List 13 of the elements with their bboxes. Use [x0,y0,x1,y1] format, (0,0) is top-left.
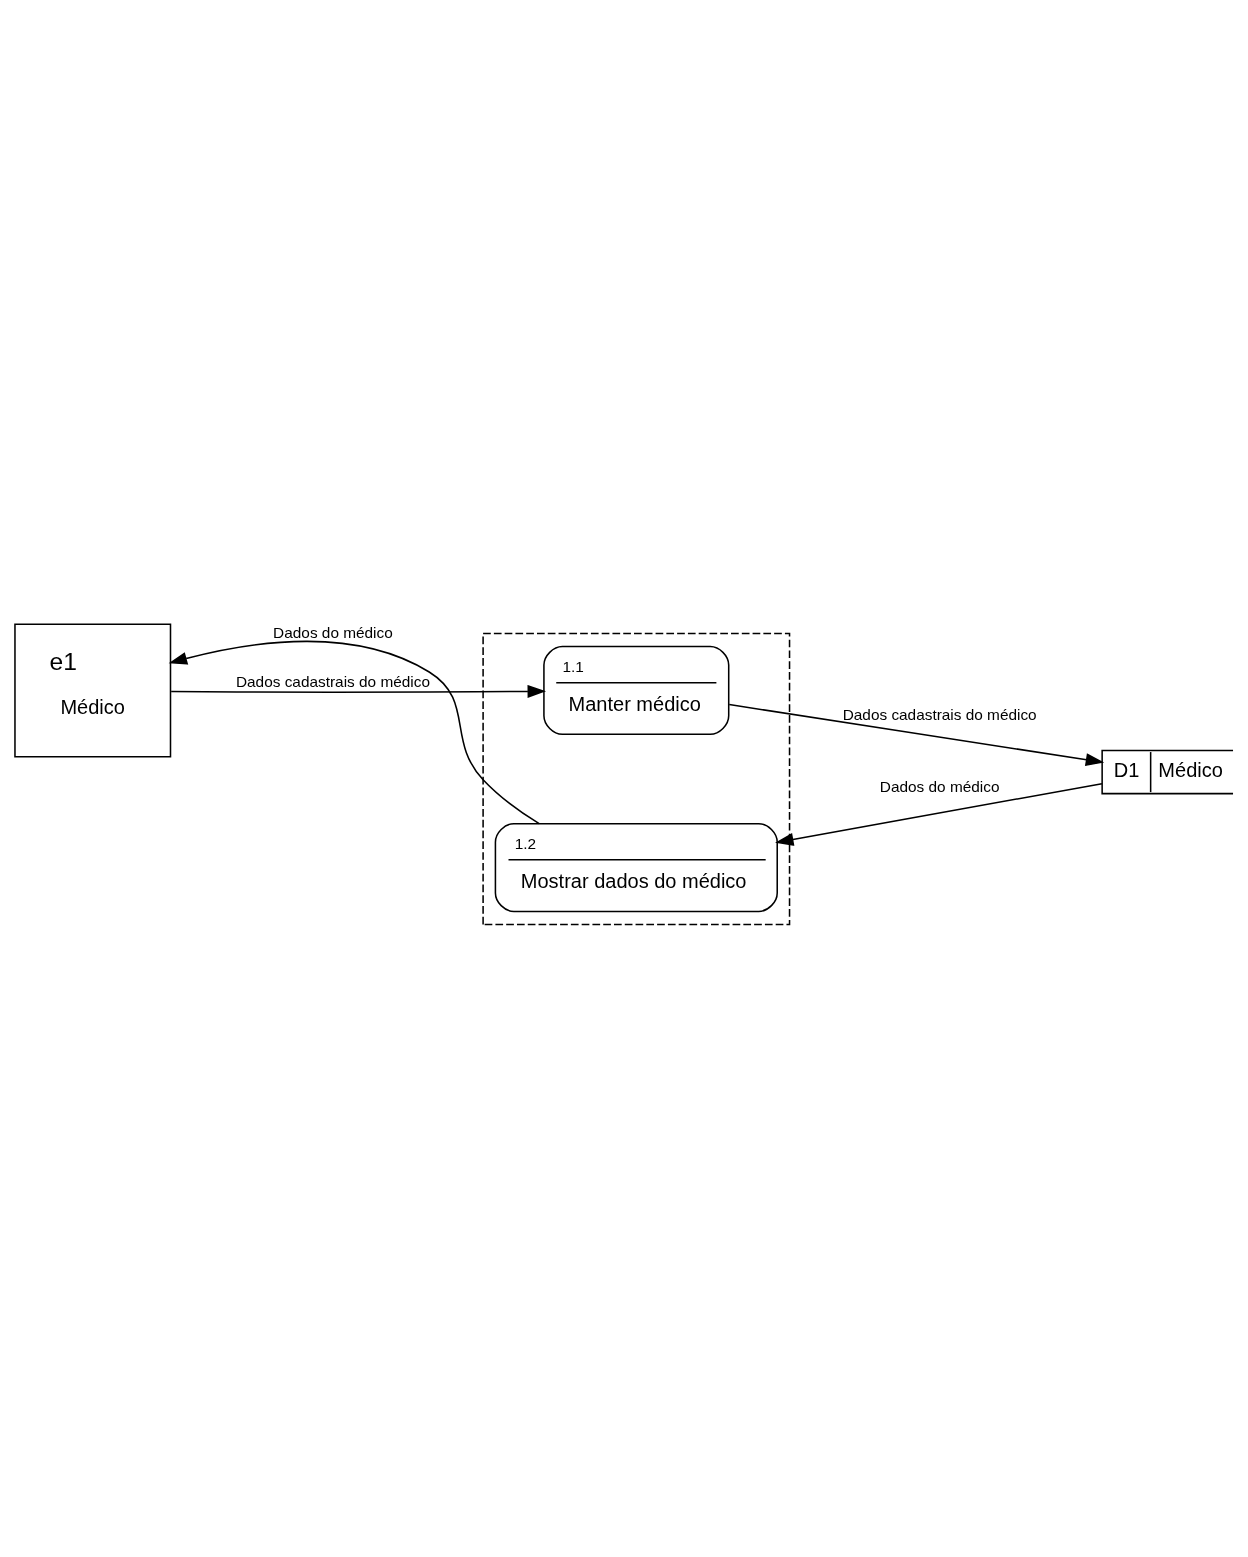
node-box: 1.1 Manter médico [543,645,730,735]
arrow [775,782,1103,846]
edge-label: Dados cadastrais do médico [235,672,430,690]
node-box: 1.2 Mostrar dados do médico [494,822,778,912]
edge-label: Dados do médico [273,623,393,641]
cluster [482,632,791,925]
node-box: e1 Médico [14,622,172,757]
edge-label: Dados cadastrais do médico [842,705,1037,723]
edge-label: Dados do médico [879,777,1000,795]
node-text: D1 Médico [1113,758,1223,781]
arrow [168,640,540,824]
arrow [170,684,546,698]
arrow [728,703,1105,766]
